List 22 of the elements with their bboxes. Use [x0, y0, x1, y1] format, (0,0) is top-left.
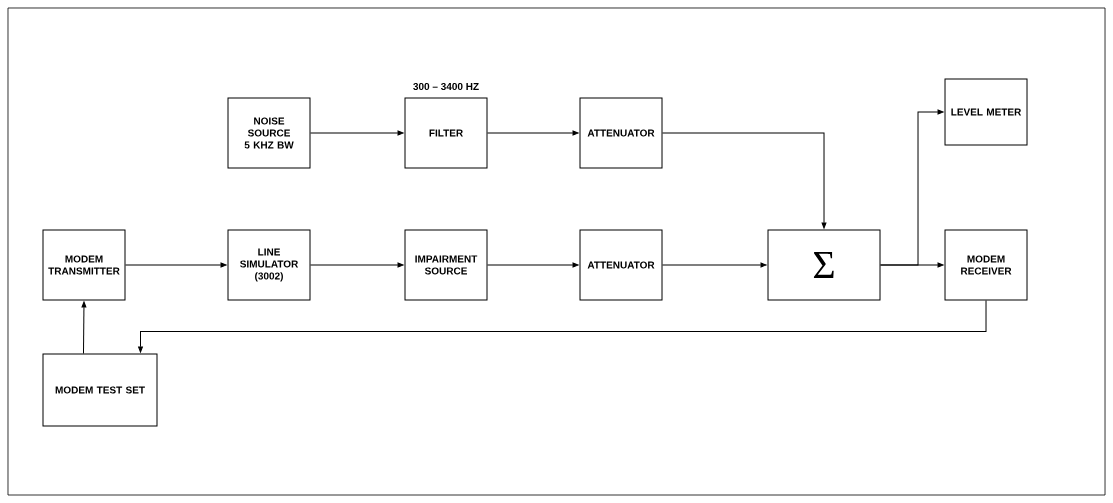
arrow — [662, 262, 767, 268]
process-box: MODEM TEST SET — [42, 353, 158, 427]
process-box: FILTER — [404, 97, 488, 169]
process-box: MODEM TRANSMITTER — [42, 229, 126, 301]
process-box: LINE SIMULATOR (3002) — [227, 229, 311, 301]
arrow — [310, 130, 404, 136]
frequency-label: 300 – 3400 HZ — [413, 82, 479, 90]
arrow — [138, 300, 987, 353]
process-box: NOISE SOURCE 5 KHZ BW — [227, 97, 311, 169]
arrow — [310, 262, 404, 268]
arrow — [81, 301, 87, 354]
arrow — [125, 262, 227, 268]
process-box: LEVEL METER — [944, 78, 1028, 146]
process-box: ATTENUATOR — [579, 229, 663, 301]
process-box: IMPAIRMENT SOURCE — [404, 229, 488, 301]
arrow — [662, 132, 827, 229]
arrow — [880, 109, 944, 266]
arrow — [487, 130, 579, 136]
arrow — [487, 262, 579, 268]
process-box: ATTENUATOR — [579, 97, 663, 169]
summing-box: Σ — [767, 229, 881, 301]
process-box: MODEM RECEIVER — [944, 229, 1028, 301]
